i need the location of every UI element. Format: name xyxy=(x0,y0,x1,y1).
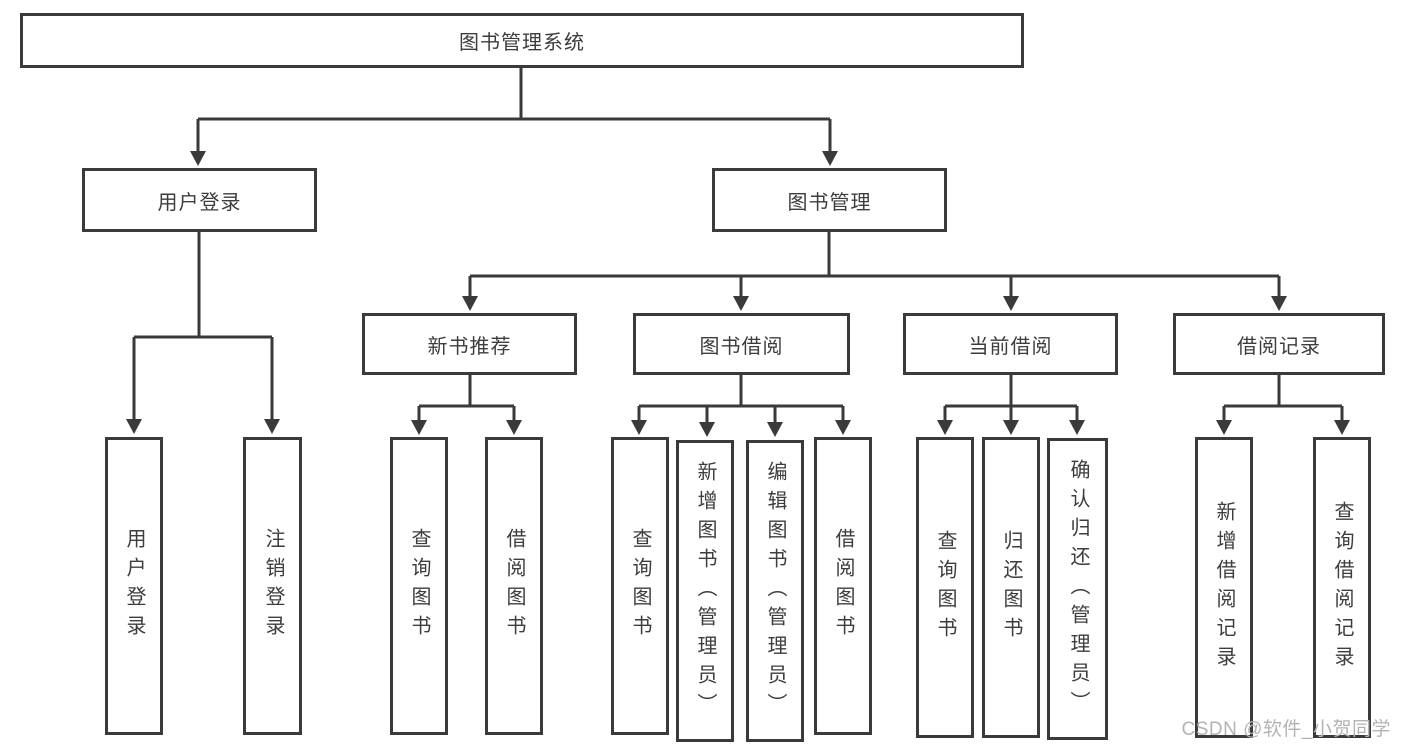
arrow-down-icon xyxy=(1216,420,1232,435)
arrow-down-icon xyxy=(1271,296,1287,311)
node-user-login-action: 用户登录 xyxy=(105,437,163,735)
arrow-down-icon xyxy=(767,422,783,437)
arrow-down-icon xyxy=(631,420,647,435)
node-new-book-recommendation: 新书推荐 xyxy=(362,313,577,375)
node-edit-book-admin: 编辑图书（管理员） xyxy=(746,440,804,742)
arrow-down-icon xyxy=(1069,420,1085,435)
arrow-down-icon xyxy=(699,422,715,437)
node-user-login: 用户登录 xyxy=(82,168,317,232)
node-query-books-recommend: 查询图书 xyxy=(390,437,448,735)
arrow-down-icon xyxy=(733,296,749,311)
node-query-borrow-record: 查询借阅记录 xyxy=(1313,437,1371,738)
arrow-down-icon xyxy=(126,419,142,434)
arrow-down-icon xyxy=(835,420,851,435)
arrow-down-icon xyxy=(937,420,953,435)
arrow-down-icon xyxy=(411,420,427,435)
watermark: CSDN @软件_小贺同学 xyxy=(1181,719,1391,740)
arrow-down-icon xyxy=(190,151,206,166)
arrow-down-icon xyxy=(1003,420,1019,435)
arrow-down-icon xyxy=(822,151,838,166)
arrow-down-icon xyxy=(506,420,522,435)
node-book-management: 图书管理 xyxy=(712,168,947,232)
arrow-down-icon xyxy=(264,419,280,434)
node-borrowing-records: 借阅记录 xyxy=(1173,313,1385,375)
node-query-books-borrowing: 查询图书 xyxy=(611,437,669,735)
node-return-books: 归还图书 xyxy=(982,437,1040,738)
node-book-borrowing: 图书借阅 xyxy=(633,313,850,375)
node-logout-action: 注销登录 xyxy=(243,437,302,735)
node-confirm-return-admin: 确认归还（管理员） xyxy=(1047,438,1108,740)
arrow-down-icon xyxy=(1003,296,1019,311)
arrow-down-icon xyxy=(462,296,478,311)
node-current-borrowing: 当前借阅 xyxy=(903,313,1118,375)
node-borrow-books-recommend: 借阅图书 xyxy=(485,437,543,735)
node-query-books-current: 查询图书 xyxy=(916,437,974,738)
arrow-down-icon xyxy=(1334,420,1350,435)
node-add-book-admin: 新增图书（管理员） xyxy=(676,440,734,742)
node-borrow-books-borrowing: 借阅图书 xyxy=(814,437,872,735)
node-add-borrow-record: 新增借阅记录 xyxy=(1195,437,1253,738)
node-library-system-root: 图书管理系统 xyxy=(20,13,1024,68)
